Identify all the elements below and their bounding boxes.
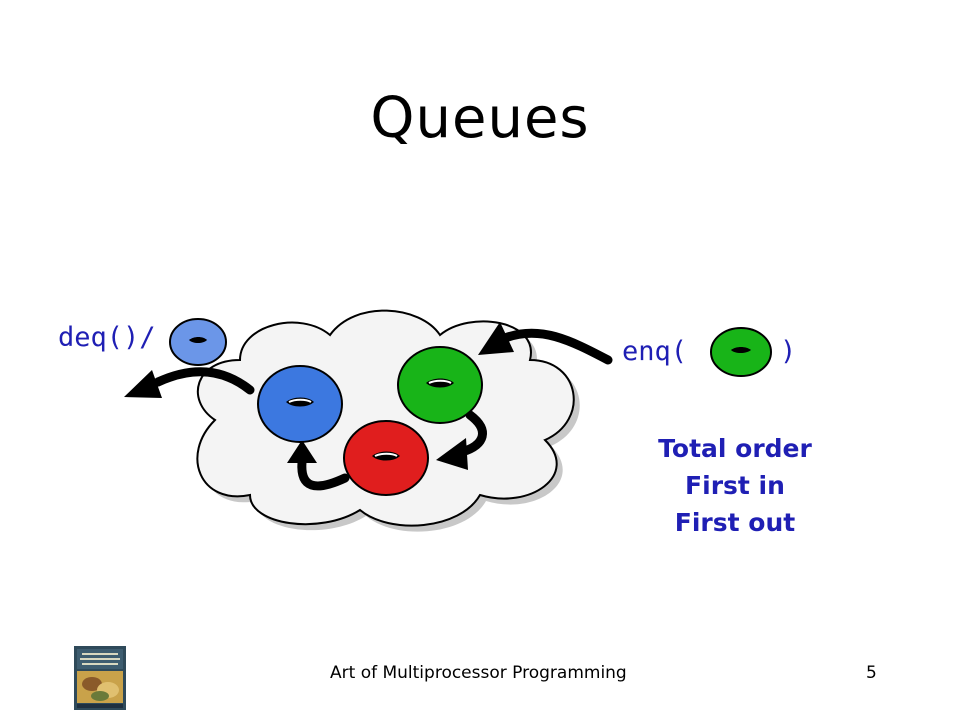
queue-properties: Total order First in First out [620,430,850,541]
enqueued-item [710,327,772,377]
dequeued-item [169,318,227,366]
enqueue-label: enq( [622,336,688,367]
queue-item-blue [257,365,343,443]
cloud-icon [196,309,575,527]
page-number: 5 [866,663,877,683]
green-to-red-arrow [457,410,487,457]
slide-title: Queues [370,86,590,151]
dequeue-label: deq()/ [58,322,156,353]
queue-item-green [397,346,483,424]
book-cover-icon [74,646,126,710]
enqueue-arrowhead [478,322,514,355]
dequeue-arrowhead [124,370,162,398]
dequeue-arrow [153,367,255,395]
footer-title: Art of Multiprocessor Programming [330,663,627,683]
queue-item-red [343,420,429,496]
red-to-blue-arrowhead [287,440,317,463]
red-to-blue-arrow [297,457,350,491]
donut-icon [189,337,207,343]
enqueue-close-paren: ) [780,336,797,367]
green-to-red-arrowhead [436,438,468,470]
enqueue-arrow [500,328,613,365]
property-total-order: Total order [658,434,812,463]
property-first-in: First in [685,471,785,500]
donut-icon [731,347,751,353]
property-first-out: First out [674,508,796,537]
